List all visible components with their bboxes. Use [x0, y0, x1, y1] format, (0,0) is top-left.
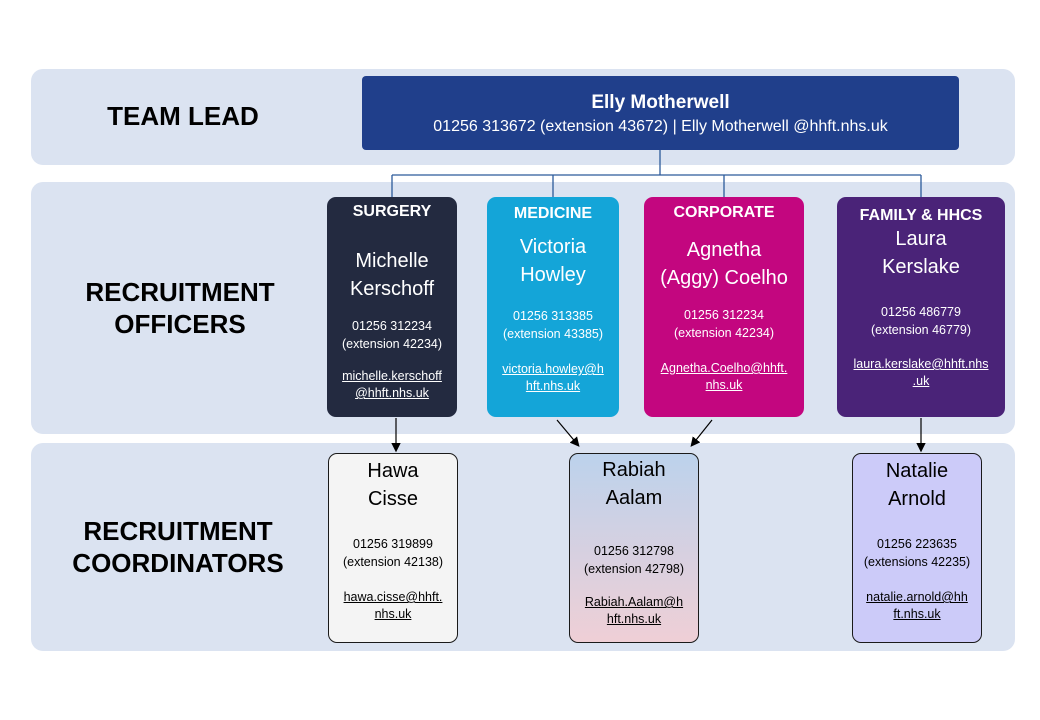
- officer-phone: 01256 313385 (extension 43385): [487, 307, 619, 343]
- officer-last-name: Kerslake: [882, 256, 960, 278]
- team-lead-name: Elly Motherwell: [591, 92, 730, 113]
- dept-label-medicine: MEDICINE: [513, 205, 593, 222]
- dept-label-family-hhcs: FAMILY & HHCS: [859, 207, 983, 224]
- email-line2: .uk: [912, 374, 930, 388]
- lead-to-officers-tree: [391, 150, 922, 198]
- officer-email-link[interactable]: Agnetha.Coelho@hhft. nhs.uk: [644, 360, 804, 394]
- email-line1: laura.kerslake@hhft.nhs: [853, 357, 989, 371]
- email-line1: victoria.howley@h: [502, 362, 604, 376]
- email-line1: michelle.kerschoff: [342, 369, 442, 383]
- coordinator-last-name: Cisse: [367, 488, 418, 510]
- phone-extension: (extension 46779): [870, 323, 972, 337]
- officer-name: Laura Kerslake: [837, 225, 1005, 281]
- coordinator-phone: 01256 223635 (extensions 42235): [853, 535, 981, 571]
- phone-extension: (extension 42138): [342, 555, 444, 569]
- officer-email-link[interactable]: victoria.howley@h hft.nhs.uk: [487, 361, 619, 395]
- officer-email-link[interactable]: laura.kerslake@hhft.nhs .uk: [837, 356, 1005, 390]
- coordinator-card-hawa: Hawa Cisse 01256 319899 (extension 42138…: [328, 453, 458, 643]
- officer-name: Agnetha (Aggy) Coelho: [644, 236, 804, 292]
- arrow-corporate-to-rabiah: [690, 419, 713, 447]
- phone-number: 01256 313385: [513, 309, 593, 323]
- coordinator-name: Rabiah Aalam: [570, 456, 698, 512]
- coordinators-label: RECRUITMENT COORDINATORS: [68, 515, 288, 579]
- email-line1: Agnetha.Coelho@hhft.: [660, 361, 788, 375]
- team-lead-contact: 01256 313672 (extension 43672) | Elly Mo…: [433, 118, 888, 135]
- officer-first-name: Agnetha: [686, 239, 762, 261]
- officer-first-name: Laura: [895, 228, 947, 250]
- team-lead-label: TEAM LEAD: [107, 101, 259, 131]
- arrow-medicine-to-rabiah: [556, 419, 580, 447]
- email-line1: natalie.arnold@hh: [866, 590, 968, 604]
- officers-label: RECRUITMENT OFFICERS: [70, 276, 290, 340]
- officer-phone: 01256 312234 (extension 42234): [327, 317, 457, 353]
- phone-number: 01256 312798: [594, 544, 674, 558]
- phone-extension: (extensions 42235): [863, 555, 971, 569]
- officer-last-name: Kerschoff: [349, 278, 435, 300]
- phone-extension: (extension 42234): [341, 337, 443, 351]
- email-line2: hft.nhs.uk: [606, 612, 662, 626]
- officer-phone: 01256 312234 (extension 42234): [644, 306, 804, 342]
- coordinator-first-name: Rabiah: [602, 459, 666, 481]
- phone-number: 01256 312234: [352, 319, 432, 333]
- coordinator-last-name: Arnold: [888, 488, 946, 510]
- phone-number: 01256 312234: [684, 308, 764, 322]
- coordinator-card-natalie: Natalie Arnold 01256 223635 (extensions …: [852, 453, 982, 643]
- officer-last-name: (Aggy) Coelho: [660, 267, 788, 289]
- coordinator-first-name: Natalie: [885, 460, 949, 482]
- officer-card-surgery: SURGERY Michelle Kerschoff 01256 312234 …: [327, 197, 457, 417]
- officer-card-medicine: MEDICINE Victoria Howley 01256 313385 (e…: [487, 197, 619, 417]
- coordinators-label-line2: COORDINATORS: [72, 548, 284, 578]
- coordinators-band: [31, 443, 1015, 651]
- email-line2: nhs.uk: [374, 607, 412, 621]
- email-line2: @hhft.nhs.uk: [355, 386, 429, 400]
- officer-email-link[interactable]: michelle.kerschoff @hhft.nhs.uk: [327, 368, 457, 402]
- dept-label-corporate: CORPORATE: [673, 204, 775, 221]
- coordinator-card-rabiah: Rabiah Aalam 01256 312798 (extension 427…: [569, 453, 699, 643]
- officer-first-name: Victoria: [519, 236, 587, 258]
- email-line2: nhs.uk: [705, 378, 743, 392]
- email-line2: hft.nhs.uk: [525, 379, 581, 393]
- officer-card-corporate: CORPORATE Agnetha (Aggy) Coelho 01256 31…: [644, 197, 804, 417]
- coordinator-email-link[interactable]: natalie.arnold@hh ft.nhs.uk: [853, 589, 981, 623]
- officer-first-name: Michelle: [355, 250, 429, 272]
- coordinator-phone: 01256 319899 (extension 42138): [329, 535, 457, 571]
- coordinator-phone: 01256 312798 (extension 42798): [570, 542, 698, 578]
- coordinator-last-name: Aalam: [605, 487, 663, 509]
- phone-number: 01256 319899: [353, 537, 433, 551]
- officer-card-family-hhcs: FAMILY & HHCS Laura Kerslake 01256 48677…: [837, 197, 1005, 417]
- officer-phone: 01256 486779 (extension 46779): [837, 303, 1005, 339]
- phone-extension: (extension 42798): [583, 562, 685, 576]
- coordinator-email-link[interactable]: hawa.cisse@hhft. nhs.uk: [329, 589, 457, 623]
- officer-name: Victoria Howley: [487, 233, 619, 289]
- email-line2: ft.nhs.uk: [893, 607, 941, 621]
- coordinator-email-link[interactable]: Rabiah.Aalam@h hft.nhs.uk: [570, 594, 698, 628]
- phone-number: 01256 486779: [881, 305, 961, 319]
- officers-label-line1: RECRUITMENT: [85, 277, 275, 307]
- phone-number: 01256 223635: [877, 537, 957, 551]
- team-lead-card: Elly Motherwell 01256 313672 (extension …: [362, 76, 959, 150]
- coordinator-name: Hawa Cisse: [329, 457, 457, 513]
- officer-name: Michelle Kerschoff: [327, 247, 457, 303]
- phone-extension: (extension 43385): [502, 327, 604, 341]
- email-line1: hawa.cisse@hhft.: [343, 590, 443, 604]
- officer-last-name: Howley: [520, 264, 586, 286]
- officer-to-coordinator-arrows: [391, 418, 926, 453]
- phone-extension: (extension 42234): [673, 326, 775, 340]
- email-line1: Rabiah.Aalam@h: [584, 595, 684, 609]
- officers-label-line2: OFFICERS: [114, 309, 246, 339]
- coordinator-first-name: Hawa: [367, 460, 419, 482]
- coordinators-label-line1: RECRUITMENT: [83, 516, 273, 546]
- dept-label-surgery: SURGERY: [352, 203, 432, 220]
- coordinator-name: Natalie Arnold: [853, 457, 981, 513]
